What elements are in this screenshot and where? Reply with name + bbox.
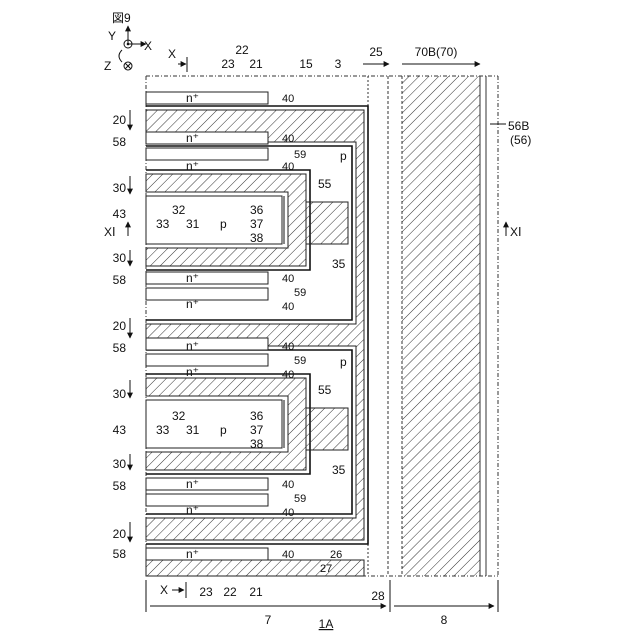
svg-text:40: 40 xyxy=(282,273,294,285)
svg-text:30: 30 xyxy=(113,457,127,471)
svg-text:p: p xyxy=(340,355,347,369)
contact-55-upper xyxy=(306,202,348,244)
svg-text:20: 20 xyxy=(113,113,127,127)
left-labels: 20 58 30 43 30 58 20 58 30 43 30 58 20 5… xyxy=(113,110,130,561)
svg-text:n⁺: n⁺ xyxy=(186,503,199,517)
svg-text:33: 33 xyxy=(156,423,170,437)
svg-text:15: 15 xyxy=(299,57,313,71)
svg-text:32: 32 xyxy=(172,203,186,217)
axis-y-label: Y xyxy=(108,29,116,43)
svg-text:55: 55 xyxy=(318,383,332,397)
svg-text:n⁺: n⁺ xyxy=(186,477,199,491)
svg-text:30: 30 xyxy=(113,387,127,401)
svg-text:58: 58 xyxy=(113,341,127,355)
label-8: 8 xyxy=(441,613,448,627)
svg-text:30: 30 xyxy=(113,251,127,265)
section-mark-xi-right: XⅠ xyxy=(506,222,522,239)
svg-text:p: p xyxy=(220,423,227,437)
svg-text:40: 40 xyxy=(282,549,294,561)
svg-text:22: 22 xyxy=(223,585,237,599)
axis-z-label: Z xyxy=(104,59,111,73)
svg-text:(56): (56) xyxy=(510,133,531,147)
svg-text:70B(70): 70B(70) xyxy=(415,45,458,59)
right-labels: 56B (56) xyxy=(490,119,531,147)
svg-text:n⁺: n⁺ xyxy=(186,339,199,353)
svg-text:35: 35 xyxy=(332,257,346,271)
svg-text:59: 59 xyxy=(294,493,306,505)
svg-text:58: 58 xyxy=(113,547,127,561)
svg-text:43: 43 xyxy=(113,423,127,437)
svg-text:37: 37 xyxy=(250,423,264,437)
svg-text:3: 3 xyxy=(335,57,342,71)
svg-text:37: 37 xyxy=(250,217,264,231)
label-7: 7 xyxy=(265,613,272,627)
label-1a: 1A xyxy=(319,617,334,631)
figure-title: 図9 xyxy=(112,11,131,25)
trench-30-lower xyxy=(146,374,310,474)
svg-text:20: 20 xyxy=(113,527,127,541)
svg-text:59: 59 xyxy=(294,355,306,367)
svg-text:n⁺: n⁺ xyxy=(186,159,199,173)
svg-text:28: 28 xyxy=(371,589,385,603)
bottom-inner-labels: 23 22 21 28 xyxy=(199,585,385,603)
svg-text:27: 27 xyxy=(320,563,332,575)
svg-text:23: 23 xyxy=(221,57,235,71)
svg-text:33: 33 xyxy=(156,217,170,231)
svg-text:40: 40 xyxy=(282,507,294,519)
svg-text:n⁺: n⁺ xyxy=(186,365,199,379)
svg-text:XⅠ: XⅠ xyxy=(510,225,522,239)
svg-text:40: 40 xyxy=(282,341,294,353)
svg-text:58: 58 xyxy=(113,479,127,493)
svg-text:26: 26 xyxy=(330,549,342,561)
region-70b xyxy=(402,76,480,576)
svg-text:55: 55 xyxy=(318,177,332,191)
svg-text:n⁺: n⁺ xyxy=(186,131,199,145)
svg-text:n⁺: n⁺ xyxy=(186,297,199,311)
svg-text:40: 40 xyxy=(282,133,294,145)
svg-text:58: 58 xyxy=(113,135,127,149)
section-mark-xi-left: XⅠ xyxy=(104,222,128,239)
svg-text:38: 38 xyxy=(250,231,264,245)
svg-text:59: 59 xyxy=(294,149,306,161)
svg-text:40: 40 xyxy=(282,93,294,105)
svg-text:59: 59 xyxy=(294,287,306,299)
svg-text:22: 22 xyxy=(235,43,249,57)
svg-text:40: 40 xyxy=(282,479,294,491)
svg-text:32: 32 xyxy=(172,409,186,423)
trench-30-upper xyxy=(146,170,310,270)
svg-text:31: 31 xyxy=(186,423,200,437)
svg-text:58: 58 xyxy=(113,273,127,287)
svg-text:XⅠ: XⅠ xyxy=(104,225,116,239)
svg-text:n⁺: n⁺ xyxy=(186,547,199,561)
svg-text:X: X xyxy=(160,583,168,597)
svg-text:30: 30 xyxy=(113,181,127,195)
svg-text:36: 36 xyxy=(250,203,264,217)
contact-55-lower xyxy=(306,408,348,450)
svg-text:20: 20 xyxy=(113,319,127,333)
section-mark-x-top: X xyxy=(168,47,187,72)
svg-text:X: X xyxy=(168,47,176,61)
axis-symbol: Y X Z xyxy=(104,26,152,73)
svg-text:23: 23 xyxy=(199,585,213,599)
svg-text:35: 35 xyxy=(332,463,346,477)
section-mark-x-bottom: X xyxy=(160,582,186,598)
svg-text:56B: 56B xyxy=(508,119,529,133)
svg-text:p: p xyxy=(340,149,347,163)
axis-x-label: X xyxy=(144,39,152,53)
svg-text:36: 36 xyxy=(250,409,264,423)
svg-text:38: 38 xyxy=(250,437,264,451)
svg-text:25: 25 xyxy=(369,45,383,59)
svg-text:40: 40 xyxy=(282,369,294,381)
svg-text:43: 43 xyxy=(113,207,127,221)
svg-text:21: 21 xyxy=(249,57,263,71)
svg-text:21: 21 xyxy=(249,585,263,599)
svg-text:40: 40 xyxy=(282,161,294,173)
svg-text:p: p xyxy=(220,217,227,231)
svg-text:n⁺: n⁺ xyxy=(186,91,199,105)
svg-text:n⁺: n⁺ xyxy=(186,271,199,285)
svg-text:31: 31 xyxy=(186,217,200,231)
svg-text:40: 40 xyxy=(282,301,294,313)
